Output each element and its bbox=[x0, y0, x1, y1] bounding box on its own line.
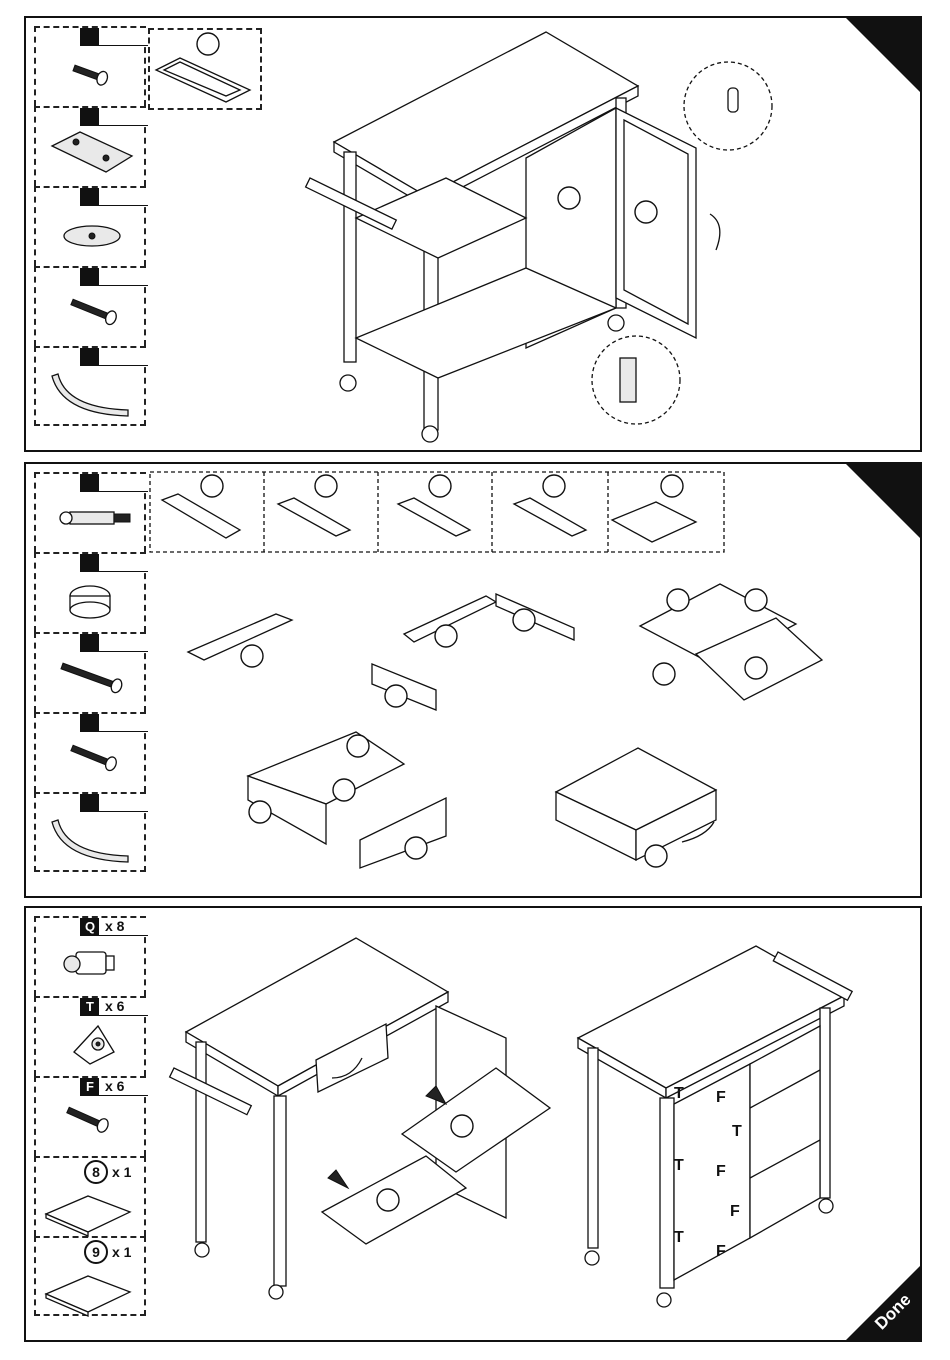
final-assembly-drawing: T F T F T F T F bbox=[26, 908, 922, 1342]
callout-t: T bbox=[674, 1157, 684, 1174]
callout-f: F bbox=[716, 1089, 726, 1106]
callout-f: F bbox=[716, 1163, 726, 1180]
callout-t: T bbox=[674, 1085, 684, 1102]
step-panel-1 bbox=[24, 16, 922, 452]
callout-f: F bbox=[716, 1243, 726, 1260]
step-panel-2 bbox=[24, 462, 922, 898]
drawer-assembly-drawing bbox=[26, 464, 922, 898]
callout-t: T bbox=[732, 1123, 742, 1140]
callout-t: T bbox=[674, 1229, 684, 1246]
callout-f: F bbox=[730, 1203, 740, 1220]
cart-door-assembly-drawing bbox=[26, 18, 922, 452]
